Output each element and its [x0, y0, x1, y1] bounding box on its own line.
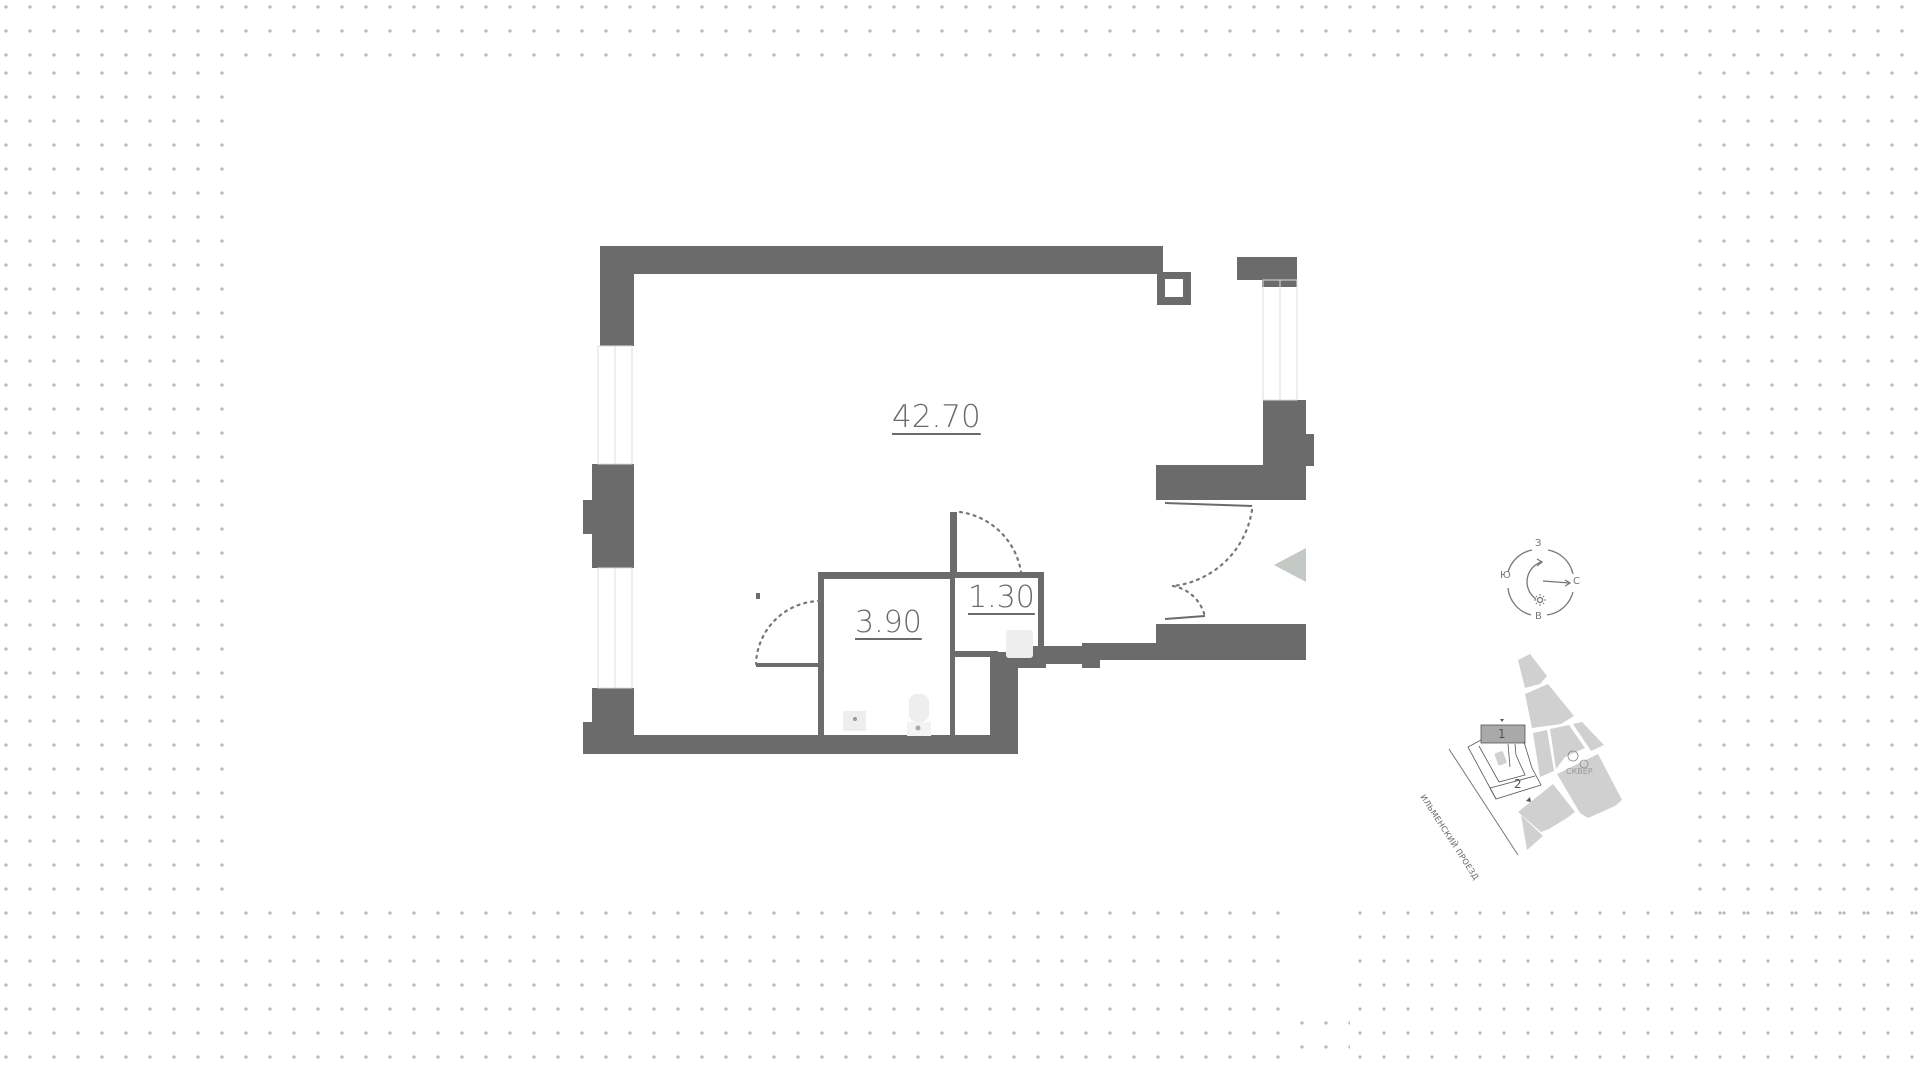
north-arrow-icon	[1542, 580, 1571, 584]
compass-label-east: С	[1573, 576, 1580, 587]
park-tree-icon	[1567, 750, 1589, 769]
dot-grid-right	[1690, 66, 1920, 918]
dot-grid-bottom-gap-fill	[1296, 1016, 1350, 1068]
dot-grid-bottom-left	[0, 906, 1296, 1068]
entrance-triangle-icon	[1274, 548, 1306, 582]
toilet-icon	[909, 694, 929, 722]
compass-label-west: Ю	[1500, 570, 1511, 581]
column-void	[1165, 279, 1183, 297]
door-leaves	[955, 502, 1253, 620]
room-area-storage: 1.30	[968, 580, 1035, 615]
sun-icon	[1536, 596, 1544, 604]
door-swings	[754, 508, 1254, 666]
rotation-arrow-icon	[1526, 561, 1542, 600]
park-blocks	[1518, 654, 1622, 850]
compass	[1507, 549, 1574, 616]
dot-grid-bottom-right	[1350, 906, 1920, 1068]
dot-grid-left	[0, 66, 230, 918]
room-area-main: 42.70	[892, 399, 981, 435]
park-label: СКВЕР	[1566, 767, 1593, 776]
building-1-label: 1	[1498, 727, 1506, 741]
bathroom-fixtures	[843, 630, 1033, 736]
building-2-label: 2	[1514, 777, 1522, 791]
water-heater-icon	[1006, 630, 1033, 658]
compass-label-south: В	[1535, 611, 1542, 622]
sink-icon	[843, 711, 866, 731]
compass-label-north: З	[1535, 538, 1542, 549]
site-plan	[1448, 654, 1622, 856]
dot-grid-top	[0, 0, 1920, 66]
windows	[597, 279, 1298, 689]
walls	[583, 246, 1314, 754]
building-1	[1480, 724, 1526, 744]
room-area-bathroom: 3.90	[855, 605, 922, 640]
building-2-outline	[1467, 739, 1542, 800]
